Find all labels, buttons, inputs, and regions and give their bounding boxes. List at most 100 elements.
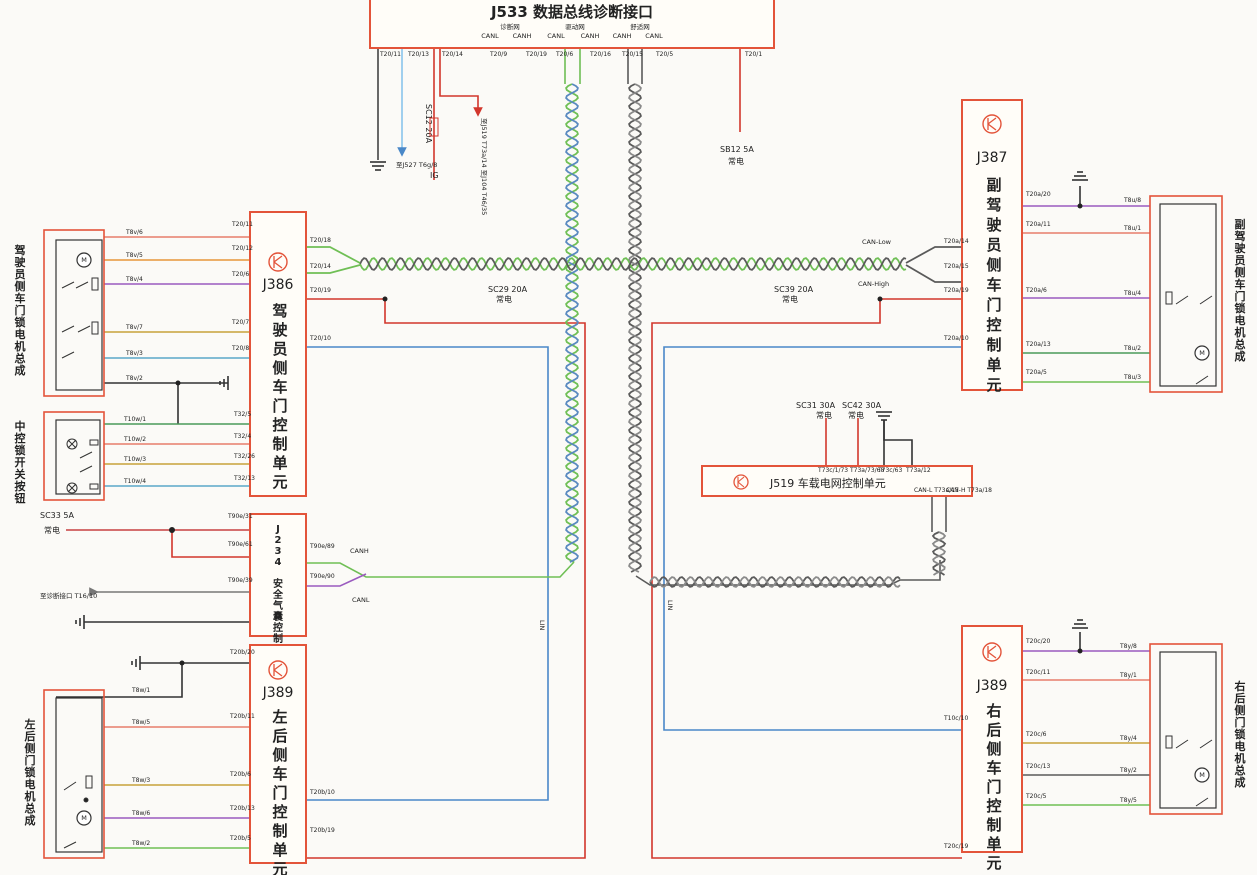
j389-right-name: 右后侧车门控制单元 <box>986 702 1001 872</box>
can-label-5: CANH <box>613 32 632 40</box>
j389-pin: T20b/10 <box>309 789 335 796</box>
j386-pin: T32/13 <box>233 475 255 482</box>
driver-door-lock-assembly: M 驾驶员侧车门锁电机总成 T8v/6 T8v/5 T8v/4 T8v/7 T8… <box>14 229 229 397</box>
j389-pin: T20b/13 <box>229 805 255 812</box>
motor-icon <box>1194 345 1210 361</box>
j519-pin: T73a/73/68 <box>849 467 884 474</box>
switch-icon <box>1165 735 1213 807</box>
connector-pin: T8w/3 <box>131 777 150 784</box>
j387-pin: T20a/20 <box>1025 191 1051 198</box>
passenger-lock-label: 副驾驶员侧车门锁电机总成 <box>1234 217 1247 363</box>
connector-pin: T8v/5 <box>125 252 143 259</box>
j389-left-code: J389 <box>262 685 294 701</box>
can-label-6: CANL <box>645 32 663 40</box>
connector-pin: T8u/3 <box>1123 374 1141 381</box>
j389-pin: T10c/10 <box>943 715 968 722</box>
j386-power: 常电 <box>496 294 512 304</box>
j519-pin: T73c/63 <box>877 467 902 474</box>
connector-pin: T10w/4 <box>123 478 146 485</box>
connector-pin: T8u/8 <box>1123 197 1141 204</box>
j519-fuse-sc42: SC42 30A <box>842 401 882 410</box>
j519-power-1: 常电 <box>816 410 832 420</box>
connector-pin: T10w/1 <box>123 416 146 423</box>
j387-pin: T20a/11 <box>1025 221 1051 228</box>
connector-pin: T8w/5 <box>131 719 150 726</box>
j387-passenger-door-module: J387 副驾驶员侧车门控制单元 T20a/20 T20a/11 T20a/6 … <box>774 99 1088 394</box>
j389-pin: T20c/19 <box>943 843 968 850</box>
j234-canh: CANH <box>350 547 369 555</box>
connector-pin: T10w/3 <box>123 456 146 463</box>
j387-pin: T20a/15 <box>943 263 969 270</box>
j387-pin: T20a/19 <box>943 287 969 294</box>
passenger-door-lock-assembly: M 副驾驶员侧车门锁电机总成 T8u/8 T8u/1 T8u/4 T8u/2 T… <box>1123 195 1247 393</box>
switch-icon <box>63 775 93 849</box>
gw-pin-10: T20/1 <box>744 51 762 58</box>
j387-pin: T20a/13 <box>1025 341 1051 348</box>
module-logo-icon <box>268 252 288 272</box>
j389-pin: T20c/6 <box>1025 731 1047 738</box>
lamp-icon <box>66 482 78 494</box>
j386-driver-door-module: J386 驾驶员侧车门控制单元 T20/11 T20/12 T20/6 T20/… <box>231 211 528 497</box>
driver-lock-label: 驾驶员侧车门锁电机总成 <box>14 243 27 377</box>
lamp-icon <box>66 438 78 450</box>
j519-body-control-module: J519 车载电网控制单元 T73c/1/73 T73a/73/68 T73c/… <box>701 401 992 497</box>
right-rear-lock-label: 右后侧门锁电机总成 <box>1234 679 1246 789</box>
module-logo-icon <box>982 114 1002 134</box>
j386-pin: T20/14 <box>309 263 331 270</box>
connector-pin: T8u/1 <box>1123 225 1141 232</box>
gateway-j533: J533 数据总线诊断接口 诊断网 驱动网 舒适网 CANL CANH CANL… <box>369 0 775 215</box>
j234-power: 常电 <box>44 525 60 535</box>
switch-icon <box>1165 291 1213 385</box>
connector-pin: T8u/4 <box>1123 290 1141 297</box>
can-label-2: CANH <box>513 32 532 40</box>
ground-icon <box>1072 619 1088 629</box>
motor-icon <box>76 810 92 826</box>
connector-pin: T8y/2 <box>1119 767 1137 774</box>
j519-can-pin: CAN-H T73a/18 <box>946 487 992 494</box>
j234-diag: 至诊断接口 T16/10 <box>40 591 97 600</box>
j387-fuse: SC39 20A <box>774 285 814 294</box>
j389-pin: T20b/11 <box>229 713 255 720</box>
connector-pin: T8y/5 <box>1119 797 1137 804</box>
j389-left-name: 左后侧车门控制单元 <box>271 708 287 875</box>
ground-icon <box>1072 171 1088 181</box>
gw-pin-6: T20/6 <box>555 51 573 58</box>
gw-pin-8: T20/15 <box>621 51 643 58</box>
connector-pin: T8y/1 <box>1119 672 1137 679</box>
gw-pin-2: T20/13 <box>407 51 429 58</box>
can-label-1: CANL <box>481 32 499 40</box>
connector-pin: T10w/2 <box>123 436 146 443</box>
arrow-label: 至J519 T73a/14 至J104 T46/35 <box>480 118 488 215</box>
j387-can-low: CAN-Low <box>862 238 892 246</box>
j387-pin: T20a/10 <box>943 335 969 342</box>
fuse-icon <box>429 117 439 137</box>
j234-fuse: SC33 5A <box>40 511 74 520</box>
connector-pin: T8v/2 <box>125 375 143 382</box>
j387-power: 常电 <box>782 294 798 304</box>
j234-canl: CANL <box>352 596 370 604</box>
j389-pin: T20b/20 <box>229 649 255 656</box>
j386-pin: T20/12 <box>231 245 253 252</box>
wires <box>56 48 1150 859</box>
j386-pin: T20/7 <box>231 319 249 326</box>
j389-pin: T20c/20 <box>1025 638 1050 645</box>
j386-pin: T32/5 <box>233 411 251 418</box>
module-logo-icon <box>733 474 749 490</box>
gw-pin-7: T20/16 <box>589 51 611 58</box>
svg-text:M: M <box>81 814 87 822</box>
ground-icon <box>75 615 85 629</box>
svg-text:M: M <box>81 256 87 264</box>
svg-text:M: M <box>1199 771 1205 779</box>
j519-pin: T73c/1/73 <box>817 467 848 474</box>
j519-power-2: 常电 <box>848 410 864 420</box>
connector-pin: T8v/6 <box>125 229 143 236</box>
j387-code: J387 <box>976 150 1008 166</box>
motor-icon <box>76 252 92 268</box>
gw-pin-3: T20/14 <box>441 51 463 58</box>
sb12-power: 常电 <box>728 156 744 166</box>
ground-icon <box>370 161 386 171</box>
connector-pin: T8w/1 <box>131 687 150 694</box>
j386-fuse: SC29 20A <box>488 285 528 294</box>
module-logo-icon <box>268 660 288 680</box>
connector-pin: T8v/7 <box>125 324 143 331</box>
